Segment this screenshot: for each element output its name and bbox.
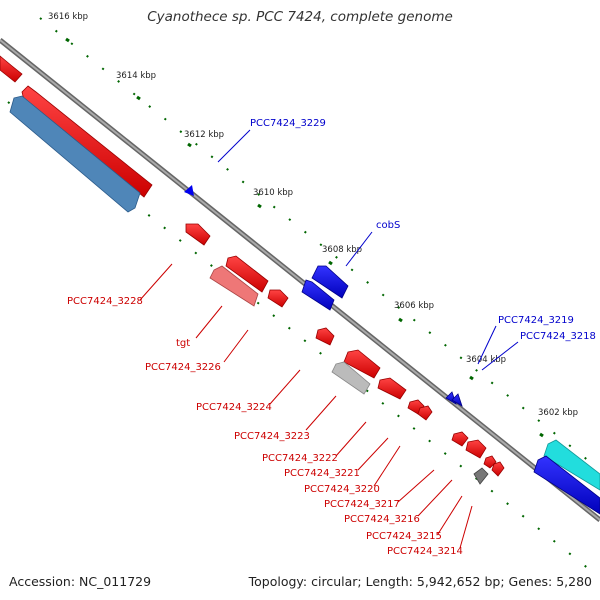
blue-leader-lines	[217, 129, 519, 371]
gene-label[interactable]: PCC7424_3226	[145, 362, 221, 373]
gene-feature[interactable]	[331, 361, 371, 395]
blue-gene-labels: PCC7424_3229 cobS PCC7424_3219 PCC7424_3…	[250, 118, 596, 342]
rna-feature[interactable]	[9, 95, 141, 213]
tick-label: 3610 kbp	[253, 188, 293, 198]
tick-label: 3606 kbp	[394, 301, 434, 311]
gene-feature[interactable]	[21, 85, 153, 198]
gene-feature[interactable]	[184, 185, 194, 196]
tick-label: 3602 kbp	[538, 408, 578, 418]
gene-feature[interactable]	[311, 265, 349, 299]
red-leader-lines	[139, 263, 473, 549]
tick-label: 3614 kbp	[116, 71, 156, 81]
gene-label[interactable]: PCC7424_3222	[262, 453, 338, 464]
gene-feature[interactable]	[185, 223, 211, 246]
gene-label[interactable]: PCC7424_3220	[304, 484, 380, 495]
map-title: Cyanothece sp. PCC 7424, complete genome	[147, 9, 453, 25]
gene-feature[interactable]	[491, 461, 505, 477]
gene-feature[interactable]	[451, 431, 469, 447]
accession-text: Accession: NC_011729	[9, 574, 152, 589]
forward-strand-genes	[0, 55, 153, 198]
gene-label[interactable]: PCC7424_3224	[196, 402, 272, 413]
gene-feature[interactable]	[483, 455, 497, 469]
red-gene-labels: PCC7424_3228 tgt PCC7424_3226 PCC7424_32…	[67, 296, 463, 557]
tick-label: 3616 kbp	[48, 12, 88, 22]
gene-feature[interactable]	[0, 55, 23, 83]
gene-label[interactable]: PCC7424_3218	[520, 331, 596, 342]
gene-feature[interactable]	[343, 349, 381, 379]
gene-label[interactable]: PCC7424_3219	[498, 315, 574, 326]
major-ticks	[65, 37, 544, 438]
gene-label[interactable]: tgt	[176, 338, 190, 349]
gene-feature[interactable]	[209, 265, 259, 307]
gene-label[interactable]: PCC7424_3221	[284, 468, 360, 479]
genome-backbone	[0, 38, 600, 522]
tick-label: 3604 kbp	[466, 355, 506, 365]
gene-label[interactable]: cobS	[376, 220, 400, 231]
gene-feature[interactable]	[225, 255, 269, 293]
topology-text: Topology: circular; Length: 5,942,652 bp…	[248, 574, 592, 589]
gene-feature[interactable]	[465, 439, 487, 459]
gene-label[interactable]: PCC7424_3214	[387, 546, 463, 557]
gene-label[interactable]: PCC7424_3216	[344, 514, 420, 525]
gene-feature[interactable]	[473, 467, 489, 485]
tick-label: 3612 kbp	[184, 130, 224, 140]
gene-feature[interactable]	[451, 393, 463, 407]
gene-label[interactable]: PCC7424_3228	[67, 296, 143, 307]
gene-feature[interactable]	[533, 455, 600, 515]
gene-feature[interactable]	[417, 405, 433, 421]
gene-label[interactable]: PCC7424_3229	[250, 118, 326, 129]
tick-labels: 3616 kbp 3614 kbp 3612 kbp 3610 kbp 3608…	[48, 12, 578, 418]
gene-label[interactable]: PCC7424_3215	[366, 531, 442, 542]
gene-feature[interactable]	[315, 327, 335, 346]
gene-label[interactable]: PCC7424_3223	[234, 431, 310, 442]
gene-label[interactable]: PCC7424_3217	[324, 499, 400, 510]
rna-feature[interactable]	[543, 439, 600, 491]
blue-genes	[301, 265, 463, 407]
gene-feature[interactable]	[377, 377, 407, 400]
gene-feature[interactable]	[301, 279, 335, 311]
tick-label: 3608 kbp	[322, 245, 362, 255]
gene-feature[interactable]	[267, 289, 289, 308]
reverse-strand-genes	[185, 223, 505, 485]
